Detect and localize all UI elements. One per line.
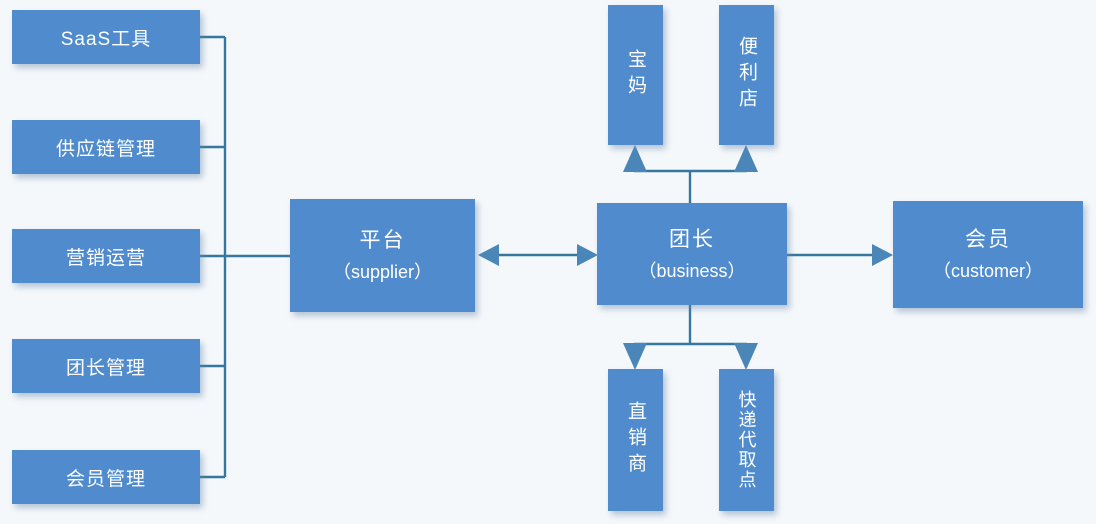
node-subtitle: （supplier） [332,262,433,282]
arrowhead-down-icon [623,343,647,370]
node-leader: 团长 （business） [597,203,787,305]
node-parcel-pickup-point: 快递代取点 [719,369,774,511]
node-supply-chain: 供应链管理 [12,120,200,174]
node-platform: 平台 （supplier） [290,199,475,312]
node-title: 平台 [359,229,406,252]
arrowhead-left-icon [478,244,499,266]
node-title: 会员 [965,228,1011,251]
node-label: 便利店 [736,36,757,114]
node-saas-tools: SaaS工具 [12,10,200,64]
node-label: 营销运营 [65,247,146,269]
arrowhead-down-icon [734,343,758,370]
node-label: 团长管理 [65,357,146,379]
node-title: 团长 [669,227,715,251]
node-direct-seller: 直销商 [608,369,663,511]
arrowhead-up-icon [734,145,758,172]
node-label: 会员管理 [65,468,146,490]
node-subtitle: （customer） [932,261,1044,281]
node-label: 直销商 [625,401,646,479]
arrowhead-right-icon [577,244,598,266]
node-label: 供应链管理 [55,138,156,160]
node-marketing-ops: 营销运营 [12,229,200,283]
node-subtitle: （business） [638,260,746,281]
arrowhead-up-icon [623,145,647,172]
node-baoma: 宝妈 [608,5,663,145]
node-member-mgmt: 会员管理 [12,450,200,504]
node-label: 宝妈 [625,49,646,101]
node-label: SaaS工具 [60,28,152,50]
arrowhead-right-icon [872,244,893,266]
node-convenience-store: 便利店 [719,5,774,145]
node-leader-mgmt: 团长管理 [12,339,200,393]
node-member: 会员 （customer） [893,201,1083,308]
node-label: 快递代取点 [736,390,757,490]
